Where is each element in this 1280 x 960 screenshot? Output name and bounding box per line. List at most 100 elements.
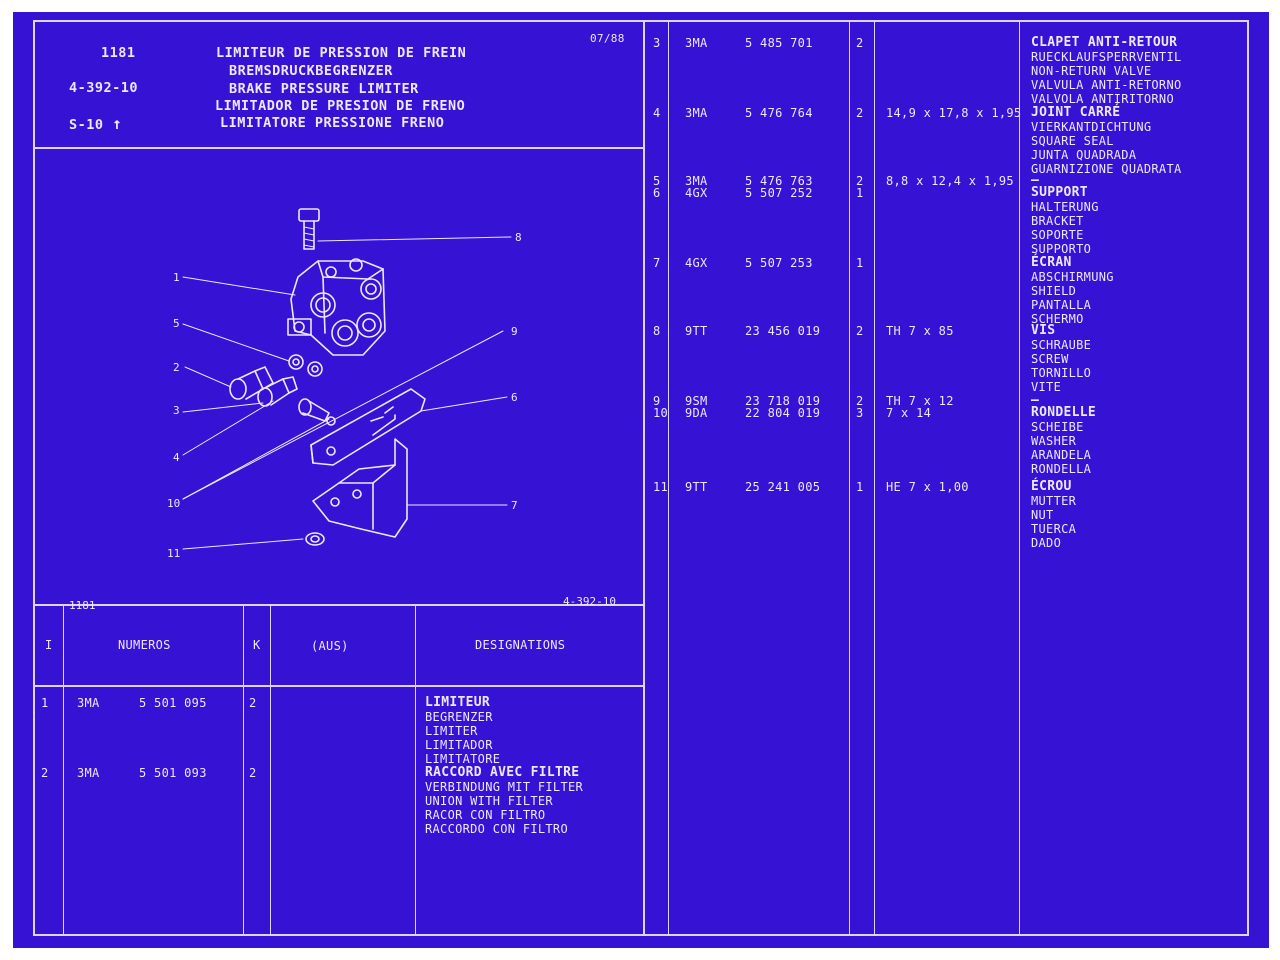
col-line-r3 — [874, 20, 875, 936]
title-es: LIMITADOR DE PRESION DE FRENO — [215, 98, 466, 114]
description-line: NON-RETURN VALVE — [1031, 64, 1152, 78]
description-line: RONDELLA — [1031, 462, 1092, 476]
part-washer — [326, 416, 336, 426]
description-line: GUARNIZIONE QUADRATA — [1031, 162, 1182, 176]
row-code: 3MA — [77, 696, 100, 710]
description-line: VIS — [1031, 323, 1056, 338]
part-shield — [312, 438, 408, 538]
row-index: 3 — [653, 36, 661, 50]
row-dim: 14,9 x 17,8 x 1,95 — [886, 106, 1022, 120]
callout-11: 11 — [167, 547, 180, 560]
description-line: TORNILLO — [1031, 366, 1092, 380]
row-index: 4 — [653, 106, 661, 120]
drawing-label-right: 4-392-10 — [563, 595, 616, 608]
callout-3: 3 — [173, 404, 180, 417]
description-line: ÉCROU — [1031, 479, 1072, 494]
description-line: SCHERMO — [1031, 312, 1084, 326]
description-line: NUT — [1031, 508, 1054, 522]
description-line: — — [1031, 393, 1040, 408]
row-number: 5 507 252 — [745, 186, 813, 200]
title-en: BRAKE PRESSURE LIMITER — [229, 81, 419, 97]
row-index: 11 — [653, 480, 669, 494]
row-index: 5 — [653, 174, 661, 188]
row-code: 3MA — [685, 174, 708, 188]
row-dim: 7 x 14 — [886, 406, 932, 420]
col-line-2 — [243, 604, 244, 936]
row-qty: 2 — [856, 36, 864, 50]
row-code: 3MA — [685, 106, 708, 120]
divider-table-head — [33, 685, 644, 687]
description-line: VITE — [1031, 380, 1062, 394]
row-number: 5 485 701 — [745, 36, 813, 50]
description-line: — — [1031, 173, 1040, 188]
row-number: 22 804 019 — [745, 406, 821, 420]
callout-1: 1 — [173, 271, 180, 284]
frame-right — [1247, 20, 1249, 936]
description-line: DADO — [1031, 536, 1062, 550]
callouts: 1 2 3 4 5 6 7 8 9 10 11 1181 4-392-10 — [69, 231, 616, 612]
row-qty: 3 — [856, 406, 864, 420]
row-qty: 2 — [856, 394, 864, 408]
description-line: TUERCA — [1031, 522, 1077, 536]
row-code: 4GX — [685, 186, 708, 200]
description-line: JUNTA QUADRADA — [1031, 148, 1137, 162]
description-line: VIERKANTDICHTUNG — [1031, 120, 1152, 134]
description-line: WASHER — [1031, 434, 1077, 448]
header-index: I — [45, 638, 53, 652]
description-line: SCHEIBE — [1031, 420, 1084, 434]
series-label: S-10 ↑ — [69, 115, 122, 134]
row-code: 9DA — [685, 406, 708, 420]
description-line: PANTALLA — [1031, 298, 1092, 312]
description-line: SQUARE SEAL — [1031, 134, 1114, 148]
description-line: ÉCRAN — [1031, 255, 1072, 270]
row-index: 1 — [41, 696, 49, 710]
row-code: 9TT — [685, 480, 708, 494]
callout-4: 4 — [173, 451, 180, 464]
row-code: 3MA — [685, 36, 708, 50]
row-qty: 2 — [856, 324, 864, 338]
title-it: LIMITATORE PRESSIONE FRENO — [220, 115, 445, 131]
description-line: LIMITER — [425, 724, 478, 738]
parts-sheet: 1181 4-392-10 S-10 ↑ 07/88 LIMITEUR DE P… — [13, 12, 1269, 948]
header-numeros: NUMEROS — [118, 638, 171, 652]
description-line: RACCORDO CON FILTRO — [425, 822, 568, 836]
description-line: UNION WITH FILTER — [425, 794, 553, 808]
row-qty: 2 — [249, 696, 257, 710]
row-index: 2 — [41, 766, 49, 780]
row-qty: 1 — [856, 186, 864, 200]
row-qty: 1 — [856, 480, 864, 494]
callout-2: 2 — [173, 361, 180, 374]
callout-7: 7 — [511, 499, 518, 512]
description-line: RACCORD AVEC FILTRE — [425, 765, 580, 780]
description-line: HALTERUNG — [1031, 200, 1099, 214]
row-dim: TH 7 x 12 — [886, 394, 954, 408]
description-line: VALVULA ANTI-RETORNO — [1031, 78, 1182, 92]
date-label: 07/88 — [590, 32, 625, 45]
row-description: — — [1031, 394, 1039, 408]
divider-left-panel — [643, 20, 645, 936]
description-line: SCHRAUBE — [1031, 338, 1092, 352]
row-description: — — [1031, 174, 1039, 188]
frame-top — [33, 20, 1249, 22]
row-dim: HE 7 x 1,00 — [886, 480, 969, 494]
drawing-label-left: 1181 — [69, 599, 96, 612]
description-line: SCREW — [1031, 352, 1069, 366]
col-line-1 — [63, 604, 64, 936]
row-index: 8 — [653, 324, 661, 338]
description-line: RACOR CON FILTRO — [425, 808, 546, 822]
part-valve-body — [287, 258, 386, 356]
row-number: 25 241 005 — [745, 480, 821, 494]
callout-10: 10 — [167, 497, 180, 510]
description-line: VERBINDUNG MIT FILTER — [425, 780, 584, 794]
frame-left — [33, 20, 35, 936]
row-number: 5 507 253 — [745, 256, 813, 270]
description-line: SOPORTE — [1031, 228, 1084, 242]
row-code: 3MA — [77, 766, 100, 780]
part-nut — [305, 532, 325, 546]
